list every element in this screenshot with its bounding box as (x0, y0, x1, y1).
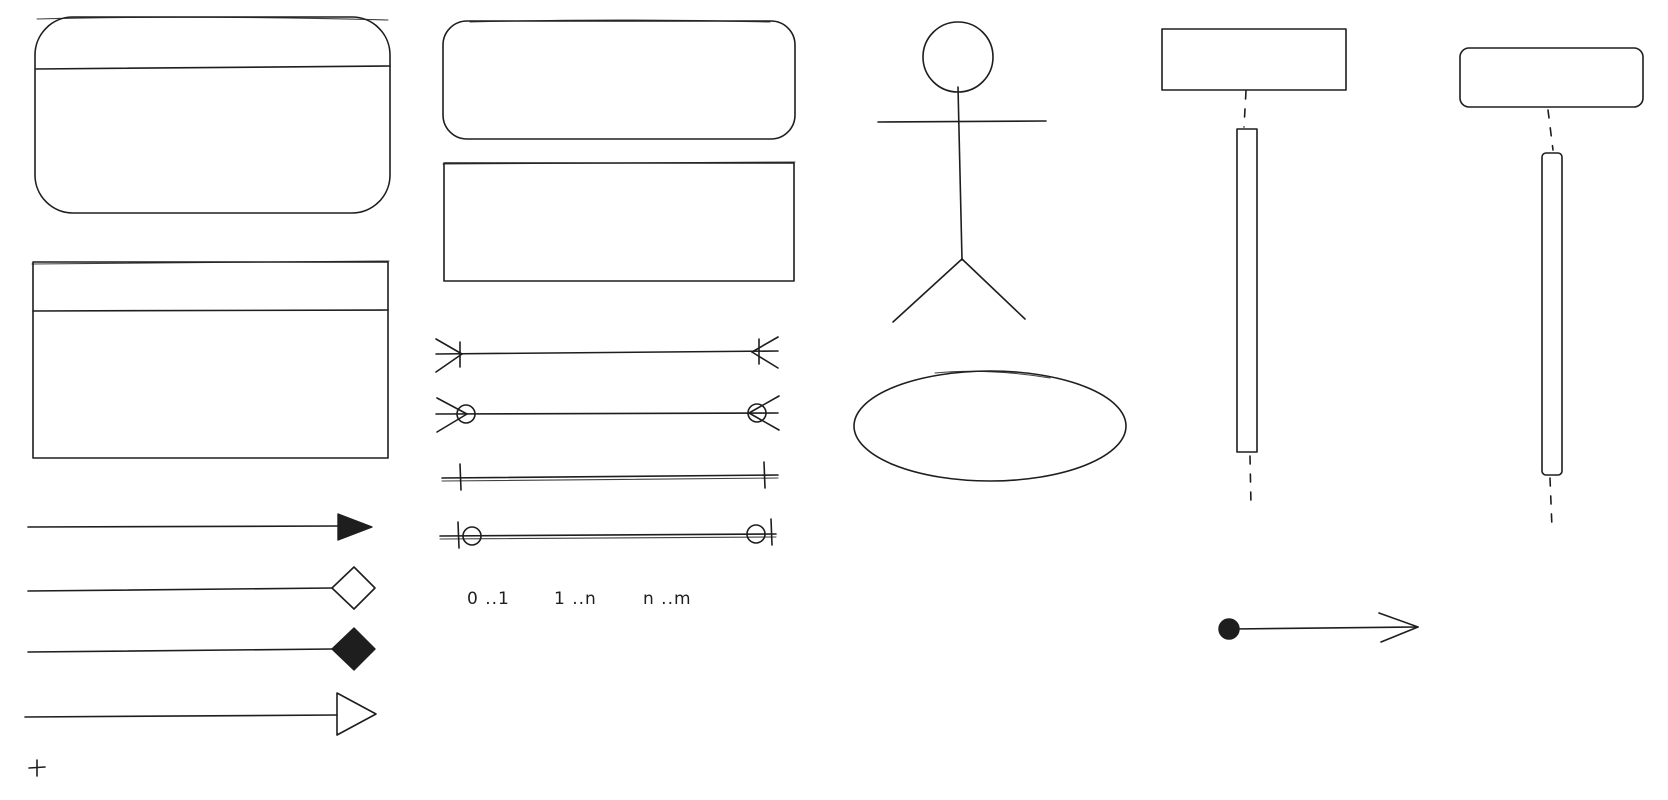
cardinality-label-one-to-many: 1 ..n (554, 589, 597, 609)
rectangle-shape[interactable] (442, 161, 796, 282)
aggregation-connector[interactable] (27, 566, 376, 610)
rounded-class-shape[interactable] (34, 16, 391, 214)
actor-stick-figure[interactable] (877, 21, 1047, 323)
one-to-one-connector[interactable] (441, 461, 779, 491)
ellipse-shape[interactable] (853, 370, 1127, 482)
filled-arrow-connector[interactable] (27, 513, 373, 541)
generalization-connector[interactable] (24, 692, 377, 736)
rounded-rectangle-shape[interactable] (442, 19, 796, 140)
zero-to-many-both-connector[interactable] (435, 395, 780, 433)
cardinality-label-many-to-many: n ..m (643, 589, 692, 609)
composition-connector[interactable] (27, 627, 376, 671)
lifeline-square-head[interactable] (1161, 28, 1347, 507)
found-message-connector[interactable] (1218, 612, 1419, 643)
plus-mark-icon (28, 759, 46, 777)
zero-or-one-connector[interactable] (439, 518, 777, 549)
cardinality-label-zero-or-one: 0 ..1 (467, 589, 510, 609)
lifeline-rounded-head[interactable] (1459, 47, 1644, 529)
one-to-many-both-connector[interactable] (435, 336, 779, 373)
square-class-shape[interactable] (31, 260, 390, 459)
